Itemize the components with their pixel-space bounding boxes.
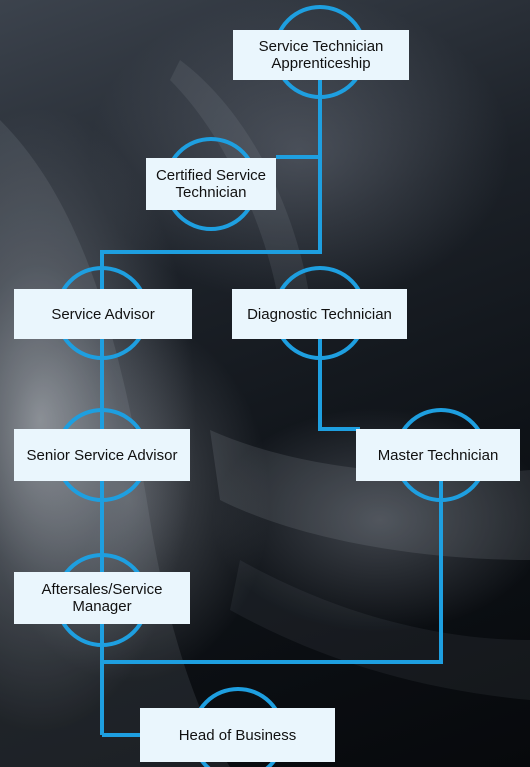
- node-diagnostic: Diagnostic Technician: [232, 289, 407, 339]
- node-senior-advisor: Senior Service Advisor: [14, 429, 190, 481]
- node-certified: Certified Service Technician: [146, 158, 276, 210]
- node-apprentice: Service Technician Apprenticeship: [233, 30, 409, 80]
- node-head: Head of Business: [140, 708, 335, 762]
- node-master: Master Technician: [356, 429, 520, 481]
- node-aftersales: Aftersales/Service Manager: [14, 572, 190, 624]
- node-service-advisor: Service Advisor: [14, 289, 192, 339]
